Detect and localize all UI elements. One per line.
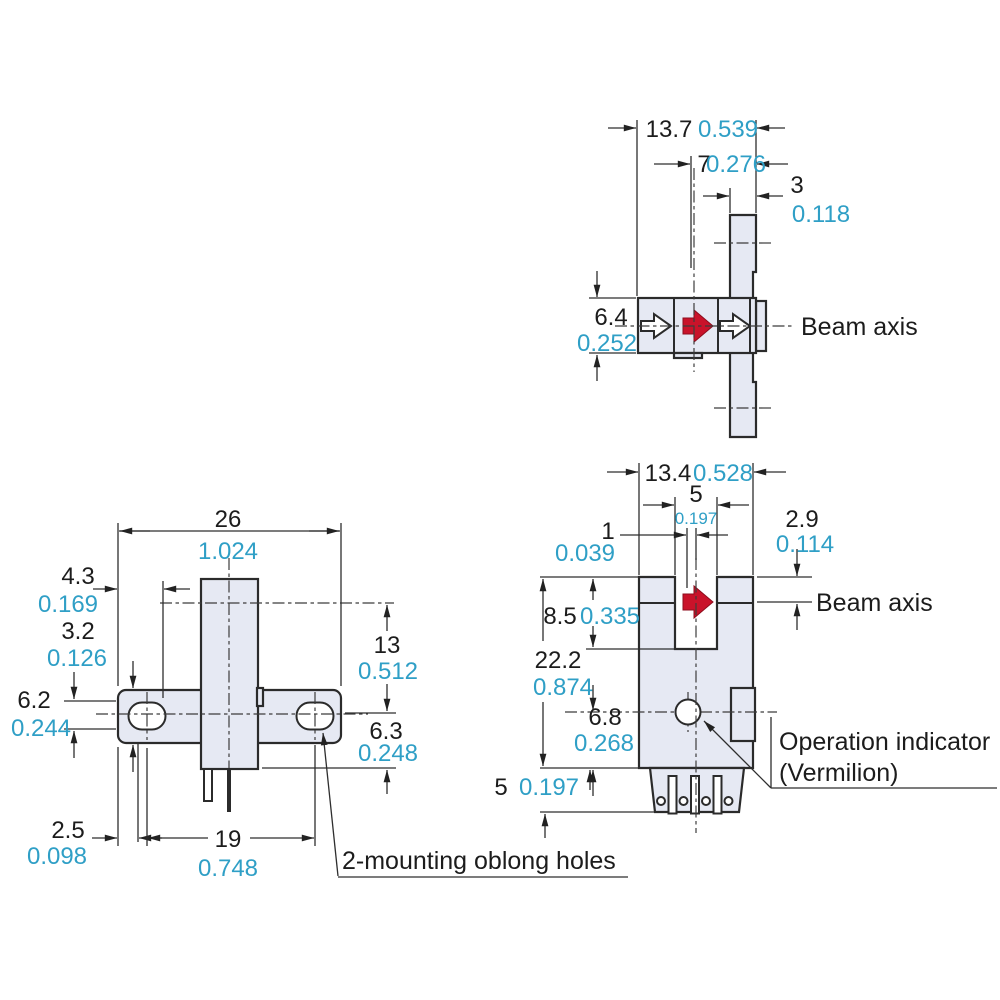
dim-mm-text: 13 <box>374 632 401 659</box>
dim-mm-text: 26 <box>215 506 242 533</box>
dim-beam-to-hole-center: 13 0.512 <box>345 604 418 714</box>
dim-mm-text: 19 <box>215 826 242 853</box>
dim-edge-to-hole: 4.3 0.169 <box>38 563 190 698</box>
dim-inch-text: 0.268 <box>574 730 634 757</box>
dim-inch-text: 0.512 <box>358 658 418 685</box>
top-view: 26 1.024 4.3 0.169 3.2 0.126 6.2 0.244 <box>11 506 628 882</box>
dim-pin-length: 5 0.197 <box>494 767 654 838</box>
dim-mm-text: 3 <box>790 172 803 199</box>
dim-mm-text: 7 <box>697 151 710 178</box>
dim-hole-to-bottom: 6.3 0.248 <box>262 718 418 794</box>
mounting-holes-callout: 2-mounting oblong holes <box>320 732 628 878</box>
dim-mm-text: 2.9 <box>785 506 818 533</box>
dim-indicator-offset: 6.8 0.268 <box>574 685 634 796</box>
dim-inch-text: 0.169 <box>38 591 98 618</box>
top-side-tab <box>255 686 265 708</box>
dim-mm-text: 5 <box>494 774 507 801</box>
terminal-notch <box>690 775 700 815</box>
dim-inch-text: 0.098 <box>27 843 87 870</box>
dim-inch-text: 0.539 <box>698 116 758 143</box>
dim-inch-text: 0.197 <box>519 774 579 801</box>
leader-line <box>320 732 339 877</box>
dim-inch-text: 0.197 <box>675 509 718 528</box>
mounting-note-label: 2-mounting oblong holes <box>342 847 616 875</box>
dim-inch-text: 0.335 <box>580 603 640 630</box>
operation-indicator-label: Operation indicator <box>779 728 990 756</box>
dim-front-to-center: 7 0.276 <box>654 151 788 268</box>
dim-hole-pitch: 19 0.748 <box>146 745 316 882</box>
dim-top-to-beam: 2.9 0.114 <box>757 506 834 630</box>
dim-body-height: 6.4 0.252 <box>577 271 637 381</box>
dim-inch-text: 0.114 <box>776 531 834 558</box>
terminal-hole <box>656 796 666 806</box>
dim-mm-text: 6.2 <box>17 687 50 714</box>
dim-edge-offset: 2.5 0.098 <box>27 742 162 870</box>
terminal-hole <box>678 796 689 806</box>
dim-depth: 13.7 0.539 <box>608 116 785 296</box>
terminal-notch <box>667 775 678 815</box>
dim-inch-text: 0.039 <box>555 540 615 567</box>
dim-inch-text: 0.874 <box>533 674 593 701</box>
terminal-pin-light <box>203 768 213 802</box>
terminal-pin-dark <box>227 769 231 812</box>
terminal-notch <box>712 775 723 815</box>
dim-inch-text: 0.748 <box>198 855 258 882</box>
dim-mm-text: 1 <box>601 518 614 545</box>
dim-mm-text: 8.5 <box>543 603 576 630</box>
dim-mm-text: 22.2 <box>535 647 582 674</box>
terminal-hole <box>723 796 734 806</box>
dim-hole-height: 3.2 0.126 <box>47 618 116 758</box>
dim-plate-width: 26 1.024 <box>117 506 342 686</box>
dim-mm-text: 4.3 <box>61 563 94 590</box>
dim-inch-text: 0.252 <box>577 330 637 357</box>
operation-indicator-circle <box>674 698 702 726</box>
dim-mm-text: 3.2 <box>61 618 94 645</box>
dim-mm-text: 13.4 <box>645 460 692 487</box>
front-view: 13.4 0.528 5 0.197 1 0.039 2.9 <box>494 460 997 838</box>
dim-inch-text: 0.276 <box>706 151 766 178</box>
dim-mm-text: 6.8 <box>588 704 621 731</box>
dim-inch-text: 1.024 <box>198 538 258 565</box>
side-view: 13.7 0.539 7 0.276 3 0.118 6.4 0.252 <box>577 116 918 439</box>
beam-direction-arrow-icon <box>682 584 714 620</box>
operation-indicator-color-note: (Vermilion) <box>779 759 898 787</box>
dim-slot-depth: 8.5 0.335 <box>540 576 674 650</box>
leader-line <box>703 720 772 789</box>
front-side-tab <box>729 686 757 743</box>
dim-mm-text: 13.7 <box>646 116 693 143</box>
side-body-notch <box>672 351 704 360</box>
dim-inch-text: 0.248 <box>358 740 418 767</box>
dim-slot-width: 5 0.197 <box>643 481 749 575</box>
dim-inch-text: 0.126 <box>47 645 107 672</box>
dim-inch-text: 0.528 <box>693 460 753 487</box>
beam-axis-label: Beam axis <box>801 313 918 341</box>
terminal-hole <box>701 796 711 806</box>
dim-inch-text: 0.244 <box>11 715 71 742</box>
dim-width: 13.4 0.528 <box>607 460 786 575</box>
dim-mm-text: 2.5 <box>51 817 84 844</box>
dim-plate-thickness: 3 0.118 <box>703 172 850 228</box>
operation-indicator-callout: Operation indicator (Vermilion) <box>703 717 997 789</box>
dim-inch-text: 0.118 <box>792 201 850 228</box>
dim-element-offset: 1 0.039 <box>555 518 728 588</box>
dim-mm-text: 6.4 <box>594 304 627 331</box>
beam-axis-label: Beam axis <box>816 589 933 617</box>
dim-mm-text: 5 <box>689 481 702 508</box>
dim-mm-text: 6.3 <box>369 718 402 745</box>
dim-plate-depth: 6.2 0.244 <box>11 661 137 772</box>
dim-total-height: 22.2 0.874 <box>533 578 593 767</box>
